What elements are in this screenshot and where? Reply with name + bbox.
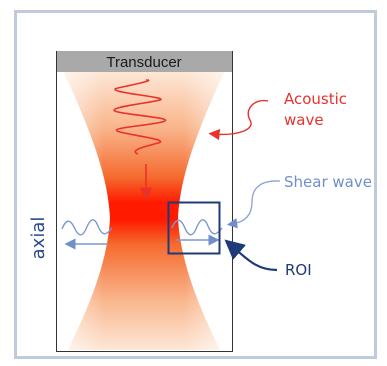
transducer-bar <box>57 51 232 72</box>
beam-edge-fade <box>64 72 224 350</box>
outer-border <box>14 10 377 359</box>
acoustic-pointer <box>208 99 269 141</box>
shear-wave-left-icon <box>61 219 113 236</box>
roi-label: ROI <box>285 261 312 279</box>
roi-box <box>167 201 221 255</box>
acoustic-label-line2: wave <box>284 111 324 129</box>
shear-pointer <box>226 180 281 229</box>
acoustic-label-line1: Acoustic <box>284 90 347 108</box>
shear-wave-label: Shear wave <box>284 173 372 191</box>
roi-pointer <box>224 239 278 272</box>
axial-label: axial <box>28 217 49 260</box>
shear-wave-right-icon <box>171 219 223 236</box>
acoustic-wave-icon <box>113 79 167 155</box>
transducer-label: Transducer <box>106 54 181 71</box>
